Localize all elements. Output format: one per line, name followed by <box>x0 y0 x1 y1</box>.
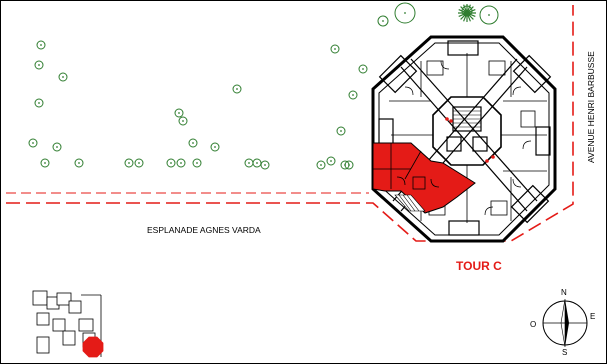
compass-north: N <box>561 288 567 297</box>
boundary-north-south-line <box>6 5 574 242</box>
tree-trunk-dot <box>330 160 332 162</box>
avenue-label: AVENUE HENRI BARBUSSE <box>586 51 596 163</box>
tree-icon <box>34 60 44 70</box>
tree-icon <box>52 142 62 152</box>
core-lift-2 <box>472 136 488 152</box>
tree-icon <box>358 64 368 74</box>
tree-trunk-dot <box>38 102 40 104</box>
tree-icon <box>58 72 68 82</box>
tree-trunk-dot <box>56 146 58 148</box>
tree-trunk-dot <box>264 164 266 166</box>
balcony-e <box>535 126 551 156</box>
balcony-n <box>447 40 479 56</box>
tree-trunk-dot <box>44 162 46 164</box>
tree-trunk-dot <box>170 162 172 164</box>
tree-icon <box>134 158 144 168</box>
tower-outline <box>371 35 557 243</box>
tree-trunk-dot <box>352 94 354 96</box>
tree-icon <box>377 15 389 27</box>
shrub-icon <box>458 4 476 22</box>
tree-trunk-dot <box>128 162 130 164</box>
tree-trunk-dot <box>488 14 490 16</box>
tree-icon <box>348 90 358 100</box>
tree-trunk-dot <box>38 64 40 66</box>
tree-icon <box>124 158 134 168</box>
balcony-nw <box>378 54 418 94</box>
tree-trunk-dot <box>192 142 194 144</box>
site-boundary <box>6 5 574 242</box>
tree-trunk-dot <box>340 130 342 132</box>
tree-trunk-dot <box>248 162 250 164</box>
tower-label: TOUR C <box>456 259 502 273</box>
stair-treads <box>453 110 481 128</box>
highlighted-apartment <box>372 142 476 214</box>
tree-trunk-dot <box>182 120 184 122</box>
tree-trunk-dot <box>362 68 364 70</box>
tree-icon <box>176 158 186 168</box>
tree-icon <box>28 138 38 148</box>
tree-icon <box>344 160 354 170</box>
tree-icon <box>232 84 242 94</box>
tree-icon <box>188 138 198 148</box>
tree-icon <box>316 160 326 170</box>
tree-trunk-dot <box>214 146 216 148</box>
tree-icon <box>394 2 416 24</box>
compass-rose-icon: N S E O <box>530 288 595 357</box>
balcony-se <box>510 184 550 224</box>
tree-trunk-dot <box>382 20 384 22</box>
tree-icon <box>210 142 220 152</box>
tree-icon <box>166 158 176 168</box>
apartment-interior-lines <box>373 143 440 190</box>
tree-trunk-dot <box>62 76 64 78</box>
red-markers <box>445 117 495 163</box>
tree-icon <box>336 126 346 136</box>
balcony-s <box>448 220 480 236</box>
key-plan-thumbnail <box>32 290 104 358</box>
tree-icon <box>178 116 188 126</box>
tree-trunk-dot <box>138 162 140 164</box>
tree-trunk-dot <box>236 88 238 90</box>
tree-trunk-dot <box>78 162 80 164</box>
core-lift-1 <box>446 136 462 152</box>
tree-icon <box>40 158 50 168</box>
tour-c-building <box>371 35 557 243</box>
tree-icon <box>479 5 499 25</box>
apartment-highlight-area <box>372 142 476 214</box>
tree-trunk-dot <box>180 162 182 164</box>
tree-trunk-dot <box>320 164 322 166</box>
tree-icon <box>192 158 202 168</box>
key-plan-tower-c <box>82 336 104 358</box>
tree-icon <box>326 156 336 166</box>
core-outline <box>432 96 502 166</box>
tree-icon <box>330 44 340 54</box>
tree-trunk-dot <box>196 162 198 164</box>
compass-east: E <box>590 312 595 321</box>
tree-trunk-dot <box>334 48 336 50</box>
tree-icon <box>34 98 44 108</box>
balcony-ne <box>512 54 552 94</box>
tree-trunk-dot <box>40 44 42 46</box>
esplanade-label: ESPLANADE AGNES VARDA <box>147 225 261 235</box>
tree-trunk-dot <box>32 142 34 144</box>
balcony-w <box>378 118 394 146</box>
tree-trunk-dot <box>256 162 258 164</box>
apartment-balcony-hatch <box>394 194 426 212</box>
compass-south: S <box>562 348 567 357</box>
tree-trunk-dot <box>178 112 180 114</box>
tree-trunk-dot <box>348 164 350 166</box>
trees-layer <box>28 2 499 170</box>
tree-icon <box>36 40 46 50</box>
tree-icon <box>260 160 270 170</box>
tree-icon <box>174 108 184 118</box>
wall-diag-3 <box>410 58 538 202</box>
tree-icon <box>74 158 84 168</box>
compass-west: O <box>530 320 536 329</box>
tree-trunk-dot <box>404 12 406 14</box>
